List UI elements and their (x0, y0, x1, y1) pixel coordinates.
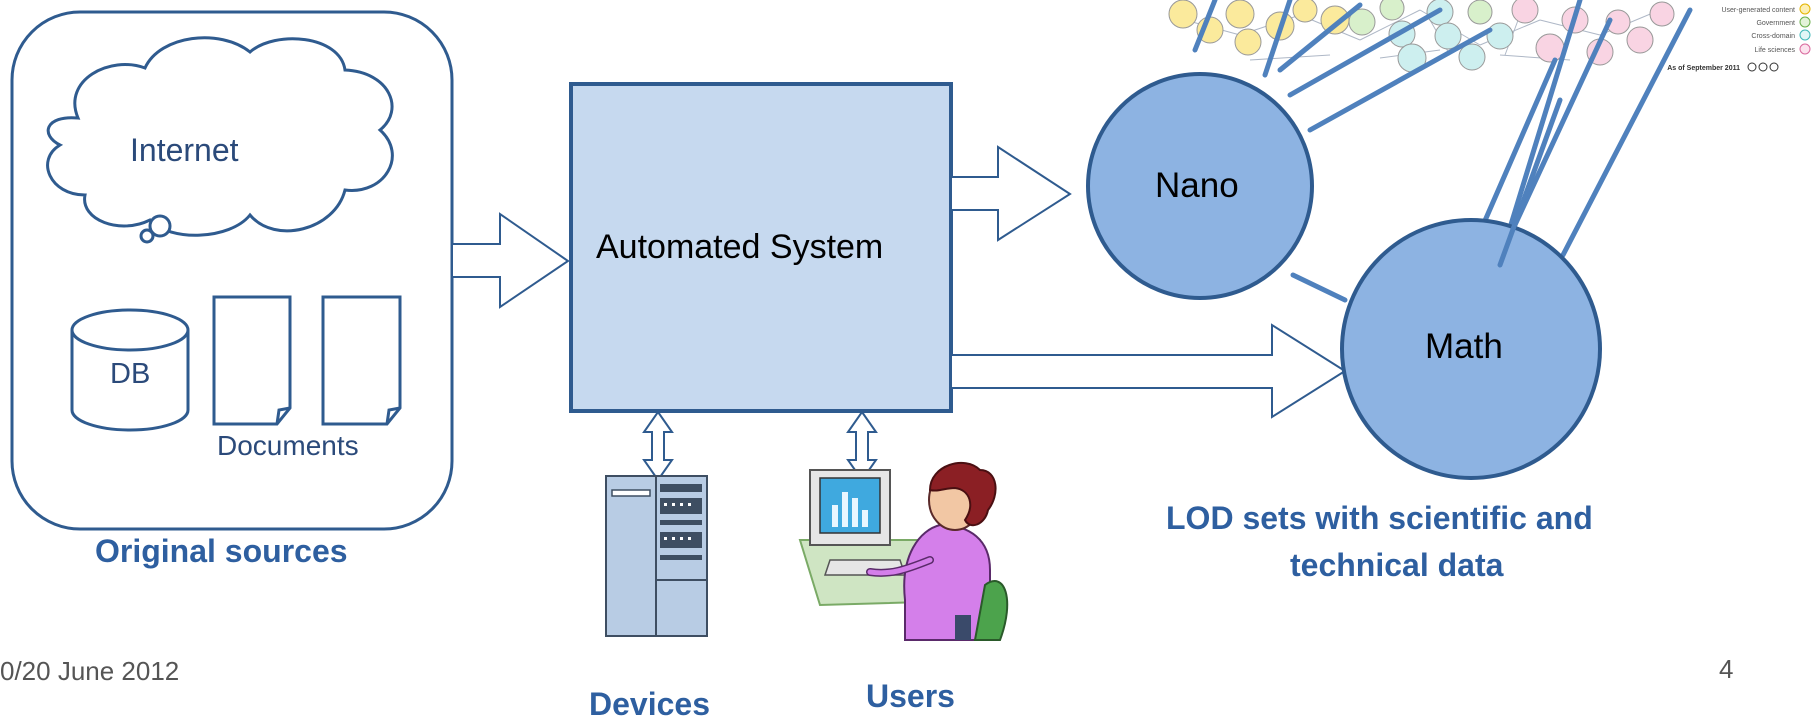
license-icon (1769, 62, 1779, 72)
document-icon (321, 295, 402, 426)
automated-system-box (569, 82, 953, 413)
legend-swatch-icon (1799, 29, 1811, 41)
nano-label: Nano (1155, 166, 1239, 205)
document-icon (212, 295, 292, 426)
legend-item-cross-domain: Cross-domain (1751, 33, 1795, 40)
math-node (1340, 218, 1602, 480)
db-label: DB (110, 358, 151, 390)
legend-swatch-icon (1799, 43, 1811, 55)
nano-node (1086, 72, 1314, 300)
internet-label: Internet (130, 132, 239, 168)
page-number: 4 (1719, 654, 1734, 684)
users-caption: Users (866, 678, 955, 714)
internet-cloud-icon (46, 36, 394, 237)
legend-item-life-sciences: Life sciences (1755, 47, 1796, 54)
lod-cloud-image (1168, 0, 1675, 73)
legend-swatch-icon (1799, 16, 1811, 28)
license-icon (1747, 62, 1757, 72)
documents-label: Documents (217, 430, 359, 461)
database-icon (70, 308, 190, 432)
legend-item-government: Government (1756, 20, 1795, 27)
lod-caption-line2: technical data (1290, 547, 1504, 583)
original-sources-caption: Original sources (95, 533, 348, 569)
math-label: Math (1425, 327, 1503, 366)
devices-caption: Devices (589, 686, 710, 722)
legend-swatch-icon (1799, 3, 1811, 15)
automated-system-label: Automated System (596, 228, 884, 266)
license-icon (1758, 62, 1768, 72)
lod-legend: User-generated content Government Cross-… (1667, 3, 1811, 72)
arrow-devices-link (642, 410, 674, 482)
footer-date: 0/20 June 2012 (0, 656, 180, 686)
legend-date: As of September 2011 (1667, 65, 1740, 72)
legend-item-user-generated: User-generated content (1721, 7, 1795, 14)
user-at-computer-icon (798, 461, 1009, 641)
arrow-system-to-math (950, 323, 1347, 419)
cloud-tail-icon (148, 214, 172, 238)
arrow-system-to-nano (950, 145, 1072, 242)
server-tower-icon (605, 475, 708, 637)
arrow-sources-to-system (451, 212, 570, 309)
lod-caption-line1: LOD sets with scientific and (1166, 500, 1593, 536)
